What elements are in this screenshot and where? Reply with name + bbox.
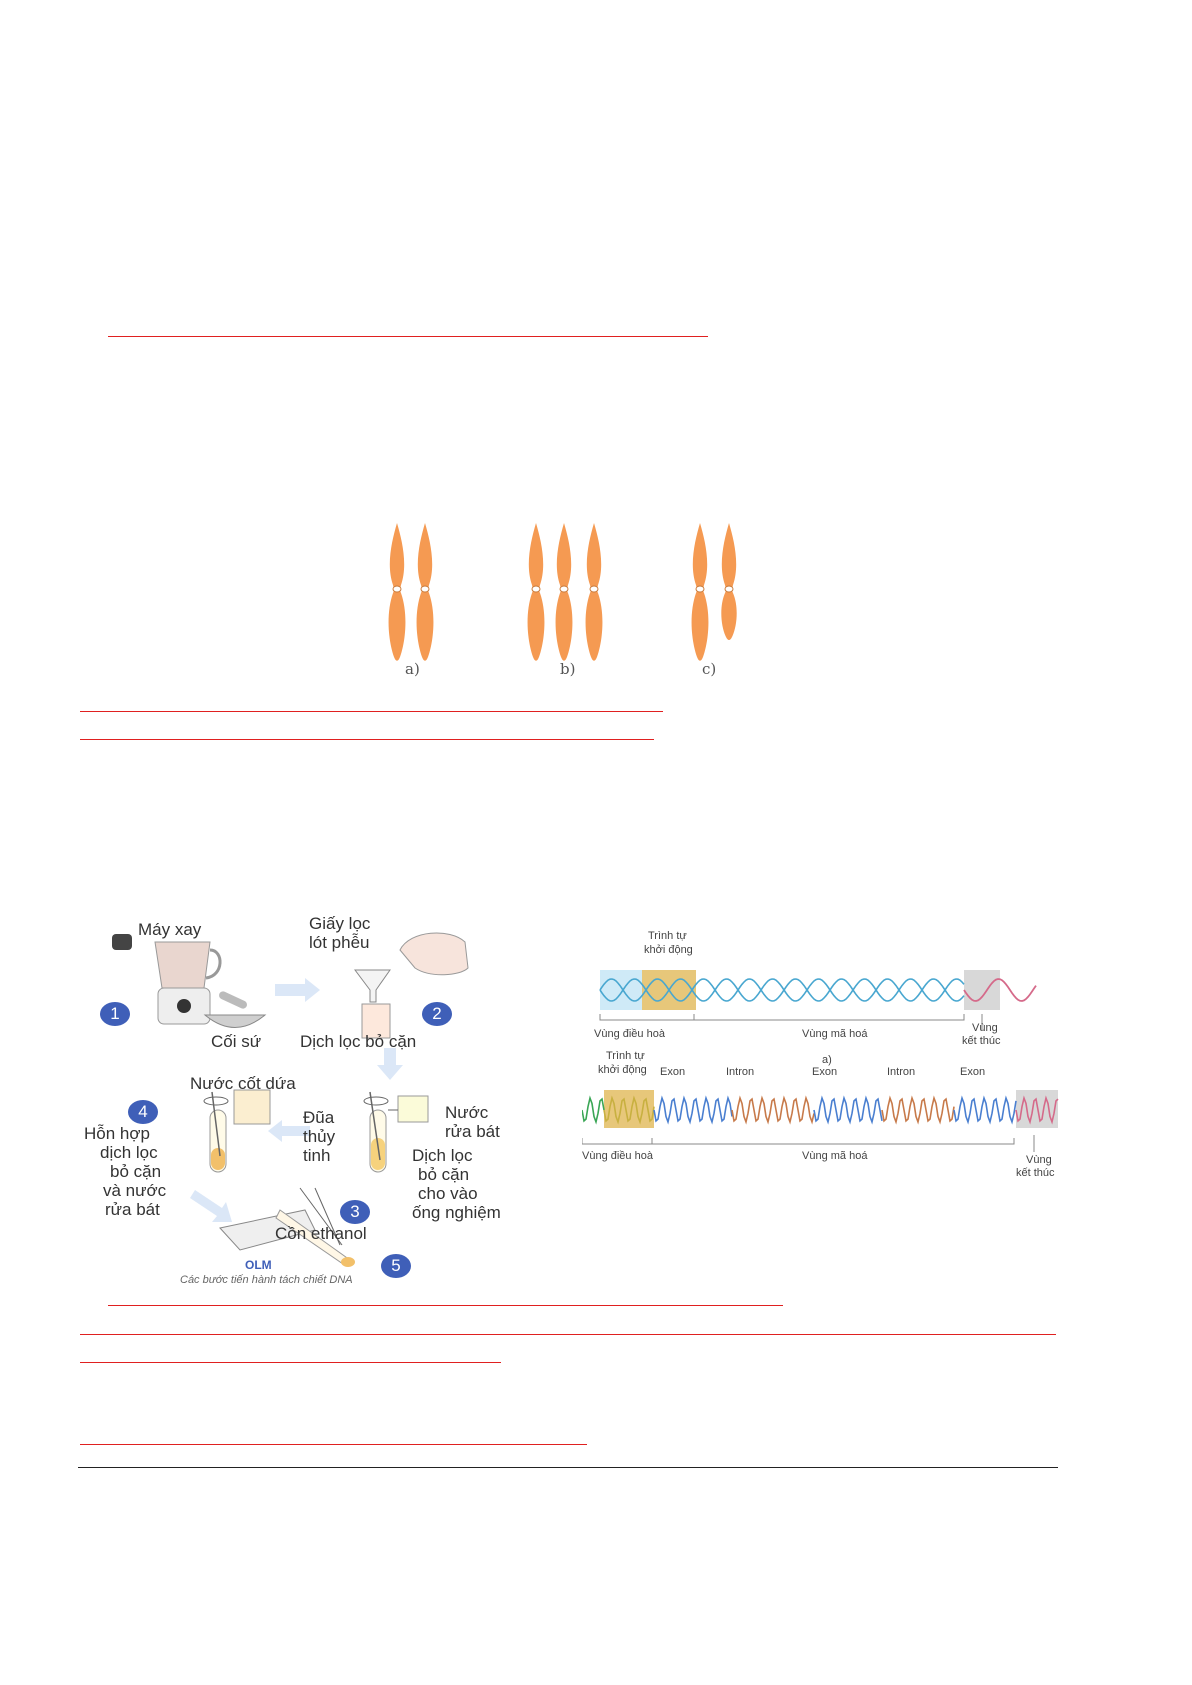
dna-extraction-caption: Các bước tiến hành tách chiết DNA xyxy=(180,1274,353,1286)
filtrate-tube-label-2: bỏ cặn xyxy=(418,1165,470,1184)
detergent-label-2: rửa bát xyxy=(445,1122,500,1141)
chromosome-label-c: c) xyxy=(702,660,717,678)
dna-extraction-drawing xyxy=(112,932,469,1267)
step-badge-5: 5 xyxy=(381,1254,411,1278)
answer-line xyxy=(80,739,654,740)
answer-line xyxy=(80,1334,1056,1335)
answer-line xyxy=(80,1362,501,1363)
olm-logo: OLM xyxy=(245,1258,272,1272)
answer-line xyxy=(108,1305,783,1306)
step-badge-1: 1 xyxy=(100,1002,130,1026)
exon-label-1: Exon xyxy=(660,1066,686,1078)
promoter-label-a-1: Trình tự xyxy=(648,930,687,942)
gene-structure-figure: Trình tự khởi động Vùng điều hoà Vùng mã… xyxy=(582,930,1082,1230)
page-footer-rule xyxy=(78,1467,1058,1468)
answer-line xyxy=(108,336,708,337)
answer-line xyxy=(80,711,663,712)
mixture-label-4: và nước xyxy=(103,1181,167,1200)
coding-label-a: Vùng mã hoá xyxy=(802,1028,868,1040)
chromosome-label-b: b) xyxy=(560,660,576,678)
filtrate-tube-label-4: ống nghiệm xyxy=(412,1203,501,1222)
blender-label: Máy xay xyxy=(138,920,202,939)
chromosome-label-a: a) xyxy=(405,660,420,678)
dna-extraction-figure: 1 2 3 4 5 Máy xay Cối sứ Giấy lọc lót ph… xyxy=(84,914,560,1290)
chromosome-figure: a) b) c) xyxy=(375,515,765,685)
regulatory-label-a: Vùng điều hoà xyxy=(594,1028,665,1040)
step-badge-3: 3 xyxy=(340,1200,370,1224)
detergent-label-1: Nước xyxy=(445,1103,489,1122)
promoter-label-b-2: khởi động xyxy=(598,1064,647,1076)
filtrate-label: Dịch lọc bỏ cặn xyxy=(300,1032,417,1051)
rod-label-1: Đũa xyxy=(303,1108,335,1127)
answer-line xyxy=(80,1444,587,1445)
exon-label-2: Exon xyxy=(812,1066,838,1078)
mixture-label-3: bỏ cặn xyxy=(110,1162,162,1181)
mixture-label-5: rửa bát xyxy=(105,1200,160,1219)
gene-structure-drawing xyxy=(582,970,1059,1152)
exon-label-3: Exon xyxy=(960,1066,986,1078)
rod-label-2: thủy xyxy=(303,1127,336,1146)
step-badge-4: 4 xyxy=(128,1100,158,1124)
filtrate-tube-label-1: Dịch lọc xyxy=(412,1146,473,1165)
terminator-label-a-1: Vùng xyxy=(972,1022,998,1034)
coding-label-b: Vùng mã hoá xyxy=(802,1150,868,1162)
terminator-label-b-1: Vùng xyxy=(1026,1154,1052,1166)
terminator-label-b-2: kết thúc xyxy=(1016,1167,1055,1179)
filter-paper-label-1: Giấy lọc xyxy=(309,914,371,933)
filter-paper-label-2: lót phễu xyxy=(309,933,370,952)
pineapple-juice-label: Nước cốt dứa xyxy=(190,1074,296,1093)
mortar-label: Cối sứ xyxy=(211,1032,262,1051)
rod-label-3: tinh xyxy=(303,1146,331,1165)
filtrate-tube-label-3: cho vào xyxy=(418,1184,478,1203)
terminator-label-a-2: kết thúc xyxy=(962,1035,1001,1047)
promoter-label-b-1: Trình tự xyxy=(606,1050,645,1062)
panel-a-label: a) xyxy=(822,1054,832,1066)
mixture-label-2: dịch lọc xyxy=(100,1143,158,1162)
intron-label-2: Intron xyxy=(887,1066,916,1078)
intron-label-1: Intron xyxy=(726,1066,755,1078)
ethanol-label: Cồn ethanol xyxy=(275,1224,367,1243)
step-badge-2: 2 xyxy=(422,1002,452,1026)
regulatory-label-b: Vùng điều hoà xyxy=(582,1150,653,1162)
promoter-label-a-2: khởi động xyxy=(644,944,693,956)
mixture-label-1: Hỗn hợp xyxy=(84,1124,150,1143)
